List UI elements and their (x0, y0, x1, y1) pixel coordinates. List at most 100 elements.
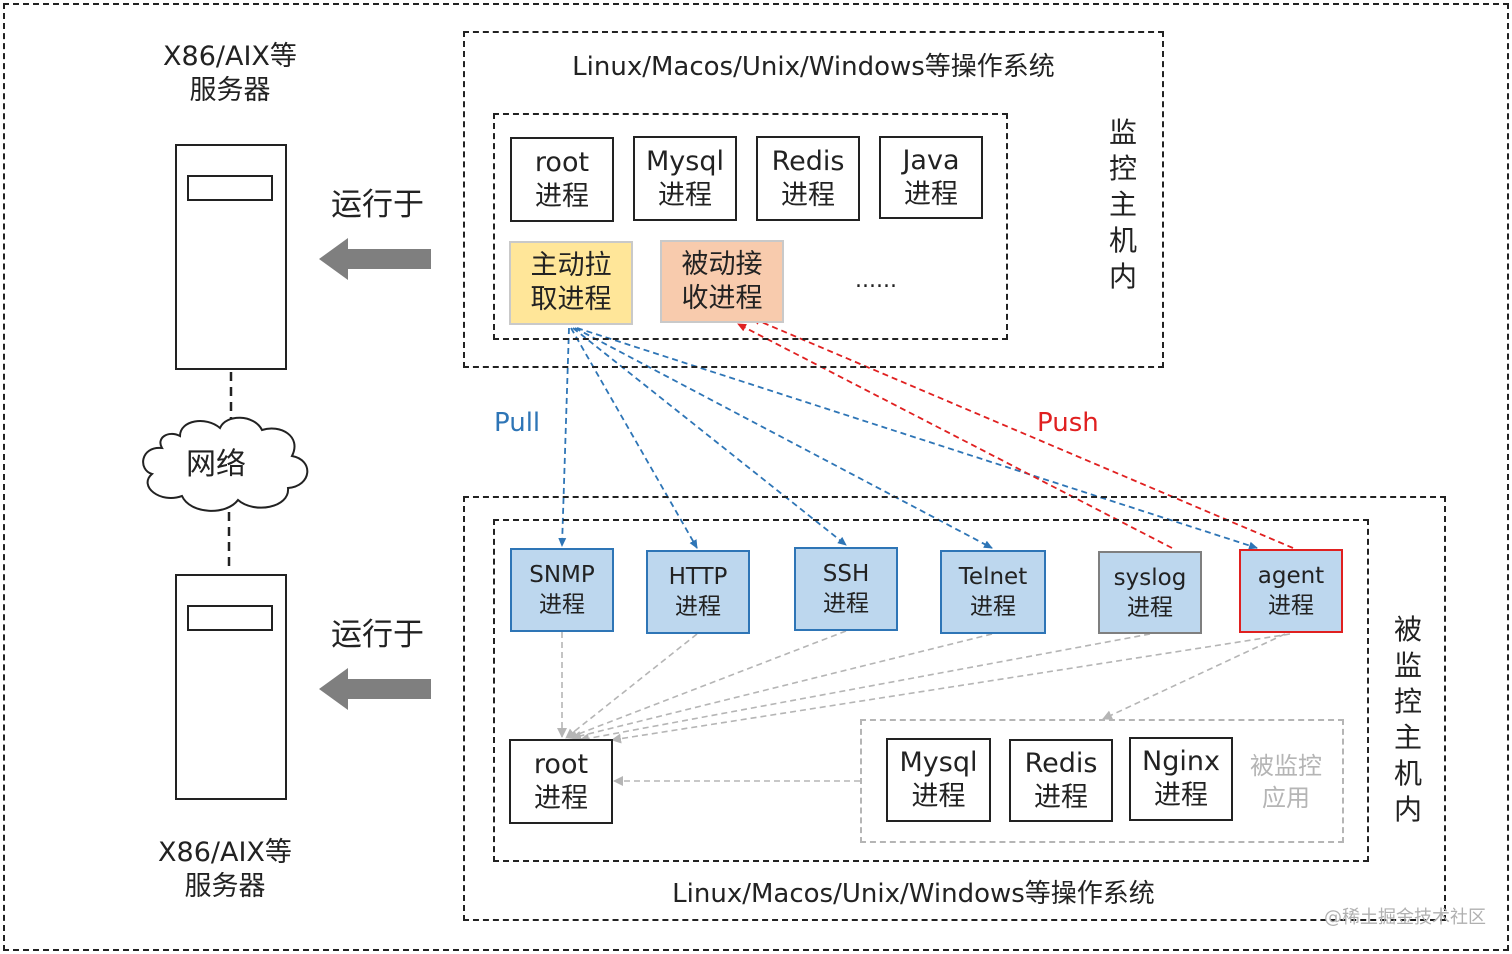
collector-ssh-suffix: 进程 (823, 591, 869, 617)
monitor-side-char-5: 内 (1108, 260, 1137, 293)
app-redis-suffix: 进程 (1034, 781, 1088, 813)
app-mysql-name: Mysql (899, 747, 978, 778)
app-mysql: Mysql 进程 (886, 738, 991, 822)
grey-arrow-telnet-root (571, 633, 993, 741)
monitor-side-char-3: 主 (1108, 188, 1137, 221)
collector-agent-suffix: 进程 (1268, 593, 1314, 619)
app-nginx: Nginx 进程 (1129, 737, 1233, 821)
push-process-line1: 被动接 (681, 248, 763, 280)
pull-arrow-ssh (572, 327, 847, 546)
collector-snmp-name: SNMP (529, 562, 595, 588)
pull-label: Pull (494, 408, 541, 438)
server-top-label-line1: X86/AIX等 (163, 41, 297, 72)
app-mysql-suffix: 进程 (911, 781, 966, 812)
monitor-process-root-suffix: 进程 (535, 180, 589, 212)
apps-group-label: 被监控 应用 (1240, 750, 1332, 814)
monitored-side-char-4: 主 (1393, 721, 1422, 754)
monitor-ellipsis: ...... (855, 268, 897, 293)
server-bottom-slot (187, 605, 273, 631)
runs-on-label-bottom: 运行于 (331, 617, 424, 653)
pull-arrow-http (570, 327, 698, 549)
runs-on-arrow-top (319, 238, 431, 280)
monitor-os-label: Linux/Macos/Unix/Windows等操作系统 (572, 52, 1055, 82)
monitor-process-root-name: root (534, 146, 590, 178)
network-cloud (142, 416, 309, 512)
apps-group-label-line1: 被监控 (1250, 752, 1322, 780)
push-receive-process: 被动接 收进程 (660, 240, 784, 323)
monitor-process-frame (493, 113, 1008, 340)
monitored-side-label: 被 监 控 主 机 内 (1388, 612, 1428, 828)
push-arrow-syslog (737, 323, 1173, 549)
push-process-line2: 收进程 (681, 282, 763, 314)
monitor-side-char-1: 监 (1108, 116, 1137, 149)
monitor-process-mysql-name: Mysql (646, 145, 724, 177)
server-bottom-label: X86/AIX等 服务器 (135, 836, 315, 904)
collector-syslog-name: syslog (1113, 564, 1187, 591)
server-top-label: X86/AIX等 服务器 (140, 40, 320, 108)
collector-syslog: syslog 进程 (1098, 551, 1202, 634)
app-redis-name: Redis (1024, 747, 1098, 779)
grey-arrow-agent-apps (1102, 633, 1286, 720)
monitored-host-frame (463, 496, 1446, 921)
pull-arrow-telnet (574, 327, 993, 549)
monitor-process-java: Java 进程 (879, 136, 983, 219)
server-top (175, 144, 287, 370)
collector-http-name: HTTP (668, 564, 728, 590)
collector-agent: agent 进程 (1239, 549, 1343, 633)
collector-telnet-name: Telnet (958, 564, 1028, 590)
monitor-side-char-2: 控 (1108, 152, 1137, 185)
monitor-process-redis: Redis 进程 (756, 136, 860, 221)
pull-process-line1: 主动拉 (530, 250, 612, 281)
monitor-process-root: root 进程 (510, 137, 614, 222)
pull-process-line2: 取进程 (530, 284, 612, 315)
monitor-process-java-name: Java (902, 144, 960, 176)
watermark: @稀土掘金技术社区 (1324, 907, 1486, 928)
monitor-host-frame (463, 31, 1164, 368)
collector-ssh-name: SSH (822, 561, 870, 587)
outer-frame (3, 3, 1509, 951)
app-nginx-name: Nginx (1142, 746, 1220, 777)
collector-telnet: Telnet 进程 (940, 550, 1046, 634)
monitored-process-frame (493, 519, 1369, 862)
monitor-side-label: 监 控 主 机 内 (1103, 115, 1143, 295)
monitor-process-redis-suffix: 进程 (781, 179, 835, 211)
monitored-side-char-6: 内 (1393, 793, 1422, 826)
app-nginx-suffix: 进程 (1154, 780, 1208, 811)
monitored-apps-frame (860, 719, 1344, 843)
server-bottom-label-line2: 服务器 (184, 871, 266, 902)
grey-arrow-syslog-root (579, 633, 1151, 744)
collector-http: HTTP 进程 (646, 550, 750, 634)
pull-arrow-agent (576, 327, 1258, 550)
pull-process: 主动拉 取进程 (509, 241, 633, 325)
monitored-root-suffix: 进程 (534, 782, 588, 814)
monitored-os-label: Linux/Macos/Unix/Windows等操作系统 (672, 879, 1155, 909)
apps-group-label-line2: 应用 (1262, 784, 1310, 812)
grey-arrow-http-root (565, 633, 698, 739)
collector-telnet-suffix: 进程 (970, 594, 1016, 620)
push-label: Push (1037, 408, 1099, 438)
monitor-process-java-suffix: 进程 (904, 178, 958, 210)
runs-on-label-top: 运行于 (331, 187, 424, 223)
monitored-side-char-2: 监 (1393, 649, 1422, 682)
runs-on-arrow-bottom (319, 668, 431, 710)
pull-arrow-snmp (558, 327, 570, 547)
collector-agent-name: agent (1257, 563, 1325, 589)
server-bottom-label-line1: X86/AIX等 (158, 837, 292, 868)
server-top-slot (187, 175, 273, 201)
monitored-side-char-3: 控 (1393, 685, 1422, 718)
collector-snmp-suffix: 进程 (539, 592, 585, 618)
collector-http-suffix: 进程 (675, 594, 721, 620)
server-bottom (175, 574, 287, 800)
monitored-side-char-5: 机 (1393, 757, 1422, 790)
monitored-root-name: root (533, 748, 589, 780)
monitored-root-process: root 进程 (509, 739, 613, 824)
monitor-process-mysql-suffix: 进程 (658, 179, 712, 211)
collector-snmp: SNMP 进程 (510, 548, 614, 632)
monitor-process-redis-name: Redis (771, 145, 845, 177)
app-redis: Redis 进程 (1009, 739, 1113, 822)
network-label: 网络 (186, 447, 246, 482)
monitor-process-mysql: Mysql 进程 (633, 136, 737, 221)
monitor-side-char-4: 机 (1108, 224, 1137, 257)
monitored-side-char-1: 被 (1393, 613, 1422, 646)
